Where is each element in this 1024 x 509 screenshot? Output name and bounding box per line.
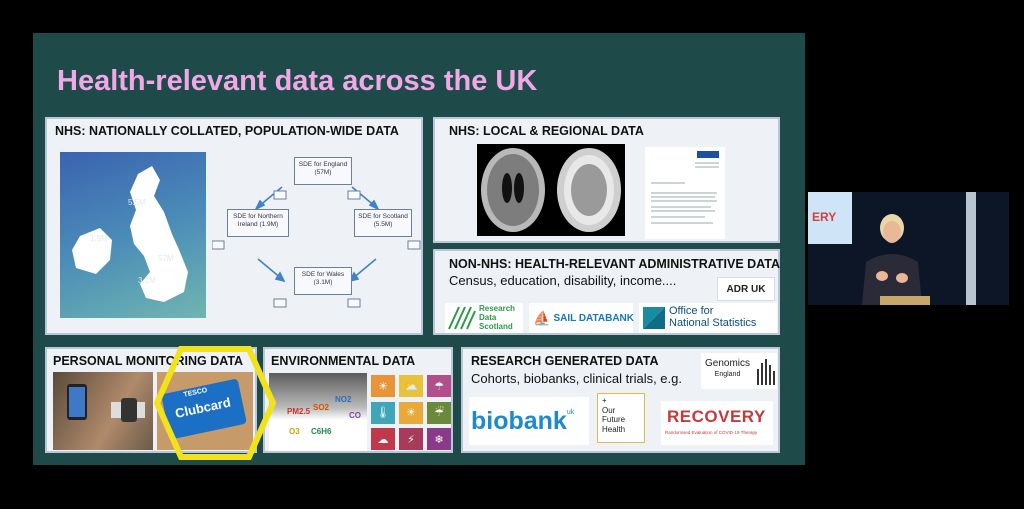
genomics-line-2: England: [714, 371, 741, 378]
weather-icon-grid: ☀ ⛅ ☂ 🌡 ☀ ☔ ☁ ⚡ ❄: [371, 375, 451, 451]
speaker-backdrop-screen: ERY: [808, 192, 852, 244]
recovery-trial-logo: RECOVERY Randomised Evaluation of COVID-…: [661, 401, 773, 445]
sail-databank-logo: ⛵ SAIL DATABANK: [529, 303, 634, 333]
cloud-sun-icon: ⛅: [399, 375, 423, 397]
snowflake-icon: ❄: [427, 428, 451, 451]
highlight-hexagon: [153, 346, 277, 460]
letter-lines: [651, 151, 719, 224]
our-future-health-logo: + Our Future Health: [597, 393, 645, 443]
genomics-england-logo: Genomics England: [701, 353, 777, 389]
rain-icon: ☔: [427, 401, 451, 424]
sun-cloud-icon: ☀: [399, 401, 423, 424]
ons-line-1: Office for: [669, 305, 714, 317]
recovery-logo-text: RECOVERY: [667, 407, 766, 426]
recovery-logo-subtitle: Randomised Evaluation of COVID-19 Therap…: [665, 430, 758, 435]
lectern: [880, 296, 930, 305]
ons-logo: Office for National Statistics: [639, 303, 777, 333]
panel-title: NHS: NATIONALLY COLLATED, POPULATION-WID…: [55, 124, 399, 138]
sail-logo-text: SAIL DATABANK: [553, 312, 634, 324]
ofh-plus: +: [602, 396, 607, 405]
uk-biobank-logo: biobank uk: [469, 397, 589, 445]
panel-title: NHS: LOCAL & REGIONAL DATA: [449, 124, 644, 138]
pollutant-so2: SO2: [313, 403, 330, 412]
wearable-photo-shapes: [67, 384, 145, 422]
map-label-wales: 3.1M: [138, 276, 156, 285]
ons-logo-mark: [643, 307, 665, 329]
ofh-line-2: Future: [602, 415, 626, 424]
uk-map-shape: [72, 166, 188, 302]
map-label-england: 57M: [158, 254, 174, 263]
ofh-line-3: Health: [602, 424, 626, 434]
pollutant-pm25: PM2.5: [287, 407, 311, 416]
genomics-line-1: Genomics: [705, 358, 751, 369]
panel-title: NON-NHS: HEALTH-RELEVANT ADMINISTRATIVE …: [449, 257, 780, 271]
brain-scan-image: [477, 144, 625, 236]
biobank-logo-text: biobank: [471, 406, 567, 435]
sde-node-wales: SDE for Wales (3.1M): [294, 267, 352, 295]
panel-title: ENVIRONMENTAL DATA: [271, 354, 416, 368]
adr-uk-logo: ADR UK: [717, 277, 775, 301]
sail-icon: ⛵: [533, 309, 551, 326]
wearable-photo: [53, 372, 153, 450]
ons-line-2: National Statistics: [669, 317, 757, 329]
panel-personal-monitoring: PERSONAL MONITORING DATA TESCO Clubcard: [45, 347, 257, 453]
sde-diagram-arrows: [212, 186, 421, 308]
rds-line-1: Research: [479, 304, 516, 313]
sde-node-scotland: SDE for Scotland (5.5M): [354, 209, 412, 237]
biobank-logo-suffix: uk: [566, 409, 575, 416]
pollutant-c6h6: C6H6: [311, 427, 332, 436]
speaker-backdrop-text: ERY: [812, 210, 837, 224]
genomics-bars-icon: [757, 359, 775, 385]
sde-node-northern-ireland: SDE for Northern Ireland (1.9M): [227, 209, 289, 237]
panel-nhs-local: NHS: LOCAL & REGIONAL DATA: [433, 117, 780, 243]
panel-subtitle: Cohorts, biobanks, clinical trials, e.g.: [471, 371, 682, 386]
speaker-video: ERY: [808, 192, 1009, 305]
speaker-figure: [862, 214, 922, 305]
rds-line-2: Data: [479, 313, 497, 322]
snow-cloud-icon: ☁: [371, 428, 395, 451]
ofh-line-1: Our: [602, 405, 616, 415]
panel-nhs-national: NHS: NATIONALLY COLLATED, POPULATION-WID…: [45, 117, 423, 335]
sun-icon: ☀: [371, 375, 395, 397]
panel-non-nhs: NON-NHS: HEALTH-RELEVANT ADMINISTRATIVE …: [433, 249, 780, 335]
panel-environmental: ENVIRONMENTAL DATA PM2.5 SO2 NO2 CO O3 C…: [263, 347, 453, 453]
pollutant-o3: O3: [289, 427, 300, 436]
clinic-letter-document: [645, 147, 725, 239]
slide-title: Health-relevant data across the UK: [57, 65, 538, 97]
map-label-scotland: 5.5M: [128, 198, 146, 207]
storm-icon: ⚡: [399, 428, 423, 451]
adr-uk-logo-text: ADR UK: [726, 283, 766, 295]
panel-subtitle: Census, education, disability, income...…: [449, 273, 677, 288]
uk-map: 5.5M 1.9M 57M 3.1M: [60, 152, 206, 318]
air-pollution-image: PM2.5 SO2 NO2 CO O3 C6H6: [269, 373, 367, 451]
rds-logo-mark: [448, 306, 476, 330]
rds-line-3: Scotland: [479, 322, 513, 331]
cloud-rain-icon: ☂: [427, 375, 451, 397]
panel-research: RESEARCH GENERATED DATA Cohorts, biobank…: [461, 347, 780, 453]
pollutant-co: CO: [349, 411, 361, 420]
presentation-slide: Health-relevant data across the UK NHS: …: [33, 33, 805, 465]
research-data-scotland-logo: Research Data Scotland: [445, 303, 523, 333]
panel-title: RESEARCH GENERATED DATA: [471, 354, 659, 368]
thermometer-icon: 🌡: [371, 401, 395, 424]
stage-pillar: [966, 192, 976, 305]
panel-title: PERSONAL MONITORING DATA: [53, 354, 244, 368]
sde-node-england: SDE for England (57M): [294, 157, 352, 185]
pollutant-no2: NO2: [335, 395, 352, 404]
map-label-ni: 1.9M: [90, 234, 108, 243]
